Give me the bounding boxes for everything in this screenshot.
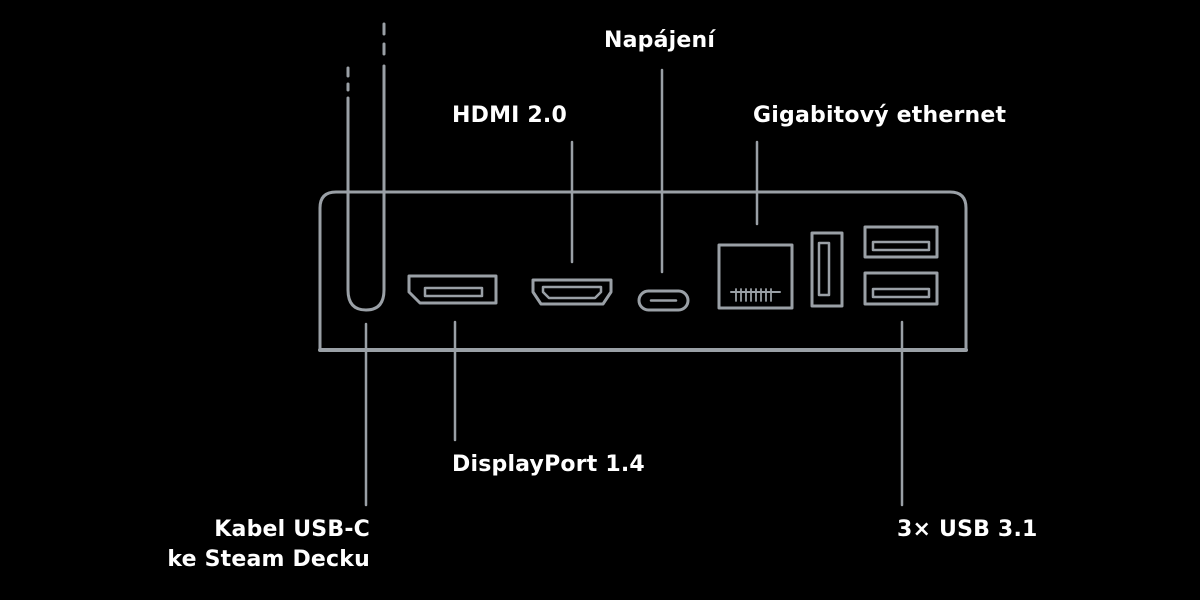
usb-a-port-vertical bbox=[810, 231, 844, 308]
leader-lines bbox=[364, 68, 904, 507]
hdmi-label: HDMI 2.0 bbox=[452, 103, 567, 128]
dock-body bbox=[318, 190, 968, 352]
usb-c-cable-label-line2: ke Steam Decku bbox=[167, 547, 370, 572]
usb-c-cable bbox=[346, 22, 386, 312]
usb-c-cable-label: Kabel USB-C ke Steam Decku bbox=[140, 515, 370, 575]
displayport-label: DisplayPort 1.4 bbox=[452, 452, 645, 477]
usb-a-port-bottom bbox=[863, 271, 939, 306]
usb-a-port-top bbox=[863, 225, 939, 259]
usb-ports-label: 3× USB 3.1 bbox=[897, 517, 1038, 542]
usb-c-power-port bbox=[637, 289, 690, 312]
usb-c-cable-label-line1: Kabel USB-C bbox=[214, 517, 370, 542]
ethernet-label: Gigabitový ethernet bbox=[753, 103, 1007, 128]
displayport-port bbox=[407, 274, 498, 305]
power-label: Napájení bbox=[604, 28, 716, 53]
ethernet-port bbox=[717, 243, 794, 310]
hdmi-port bbox=[531, 278, 613, 306]
